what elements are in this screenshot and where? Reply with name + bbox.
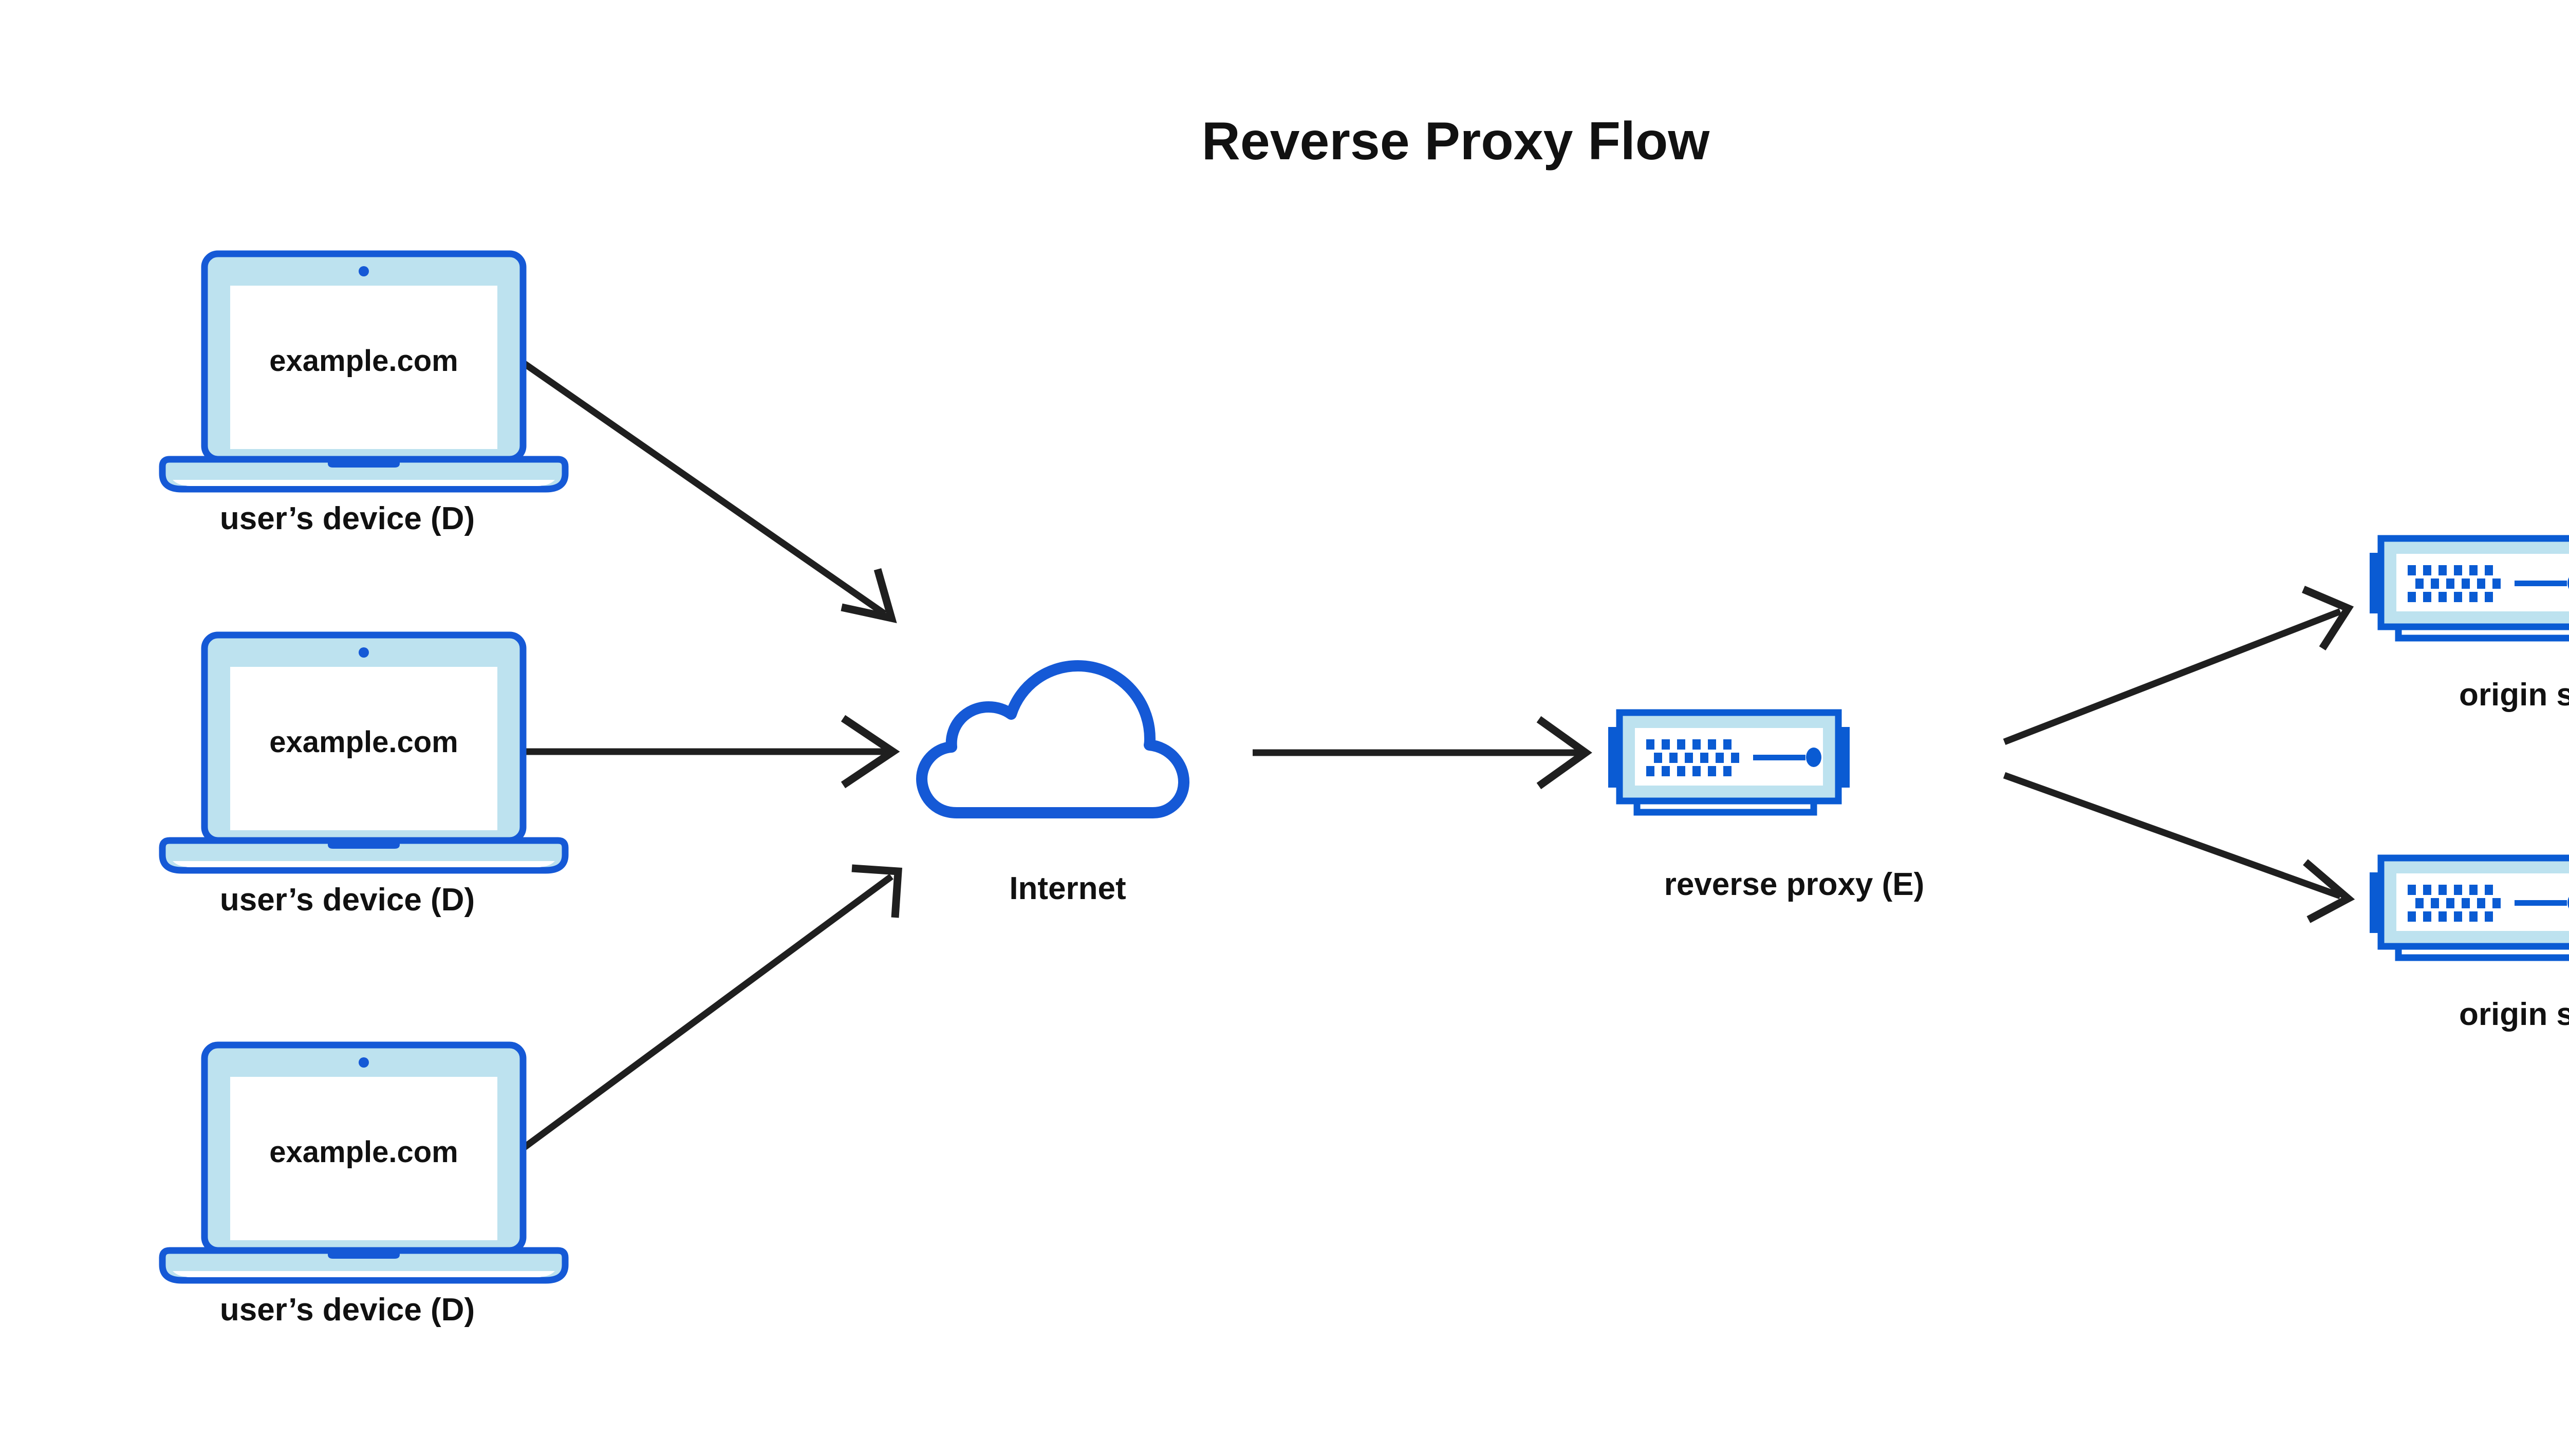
node-reverse-proxy[interactable]: reverse proxy (E): [1608, 713, 1924, 902]
edge-device-bottom-to-internet: [509, 864, 902, 1160]
node-label-device-middle: user’s device (D): [220, 882, 475, 918]
page-title: Reverse Proxy Flow: [1202, 111, 1710, 171]
laptop-screen-text: example.com: [269, 344, 458, 378]
edge-proxy-to-origin-top: [2003, 586, 2354, 745]
server-icon: [1608, 713, 1850, 812]
node-device-top[interactable]: example.com user’s device (D): [162, 254, 565, 536]
node-label-internet: Internet: [1009, 871, 1126, 906]
server-icon: [2370, 538, 2569, 638]
node-origin-bottom[interactable]: origin server (F): [2370, 858, 2569, 1032]
node-device-bottom[interactable]: example.com user’s device (D): [162, 1045, 565, 1328]
edge-proxy-to-origin-bottom: [2003, 772, 2355, 923]
edge-device-top-to-internet: [509, 351, 897, 623]
node-internet[interactable]: Internet: [922, 666, 1184, 906]
node-origin-top[interactable]: origin server (F): [2370, 538, 2569, 713]
cloud-icon: [922, 666, 1184, 813]
edge-device-middle-to-internet: [511, 715, 900, 789]
node-label-reverse-proxy: reverse proxy (E): [1664, 867, 1925, 902]
node-label-origin-top: origin server (F): [2459, 677, 2569, 713]
node-label-device-bottom: user’s device (D): [220, 1292, 475, 1328]
laptop-screen-text: example.com: [269, 725, 458, 759]
server-icon: [2370, 858, 2569, 958]
laptop-screen-text: example.com: [269, 1135, 458, 1169]
edge-internet-to-proxy: [1253, 716, 1592, 790]
node-label-origin-bottom: origin server (F): [2459, 997, 2569, 1032]
node-label-device-top: user’s device (D): [220, 501, 475, 536]
node-device-middle[interactable]: example.com user’s device (D): [162, 635, 565, 918]
